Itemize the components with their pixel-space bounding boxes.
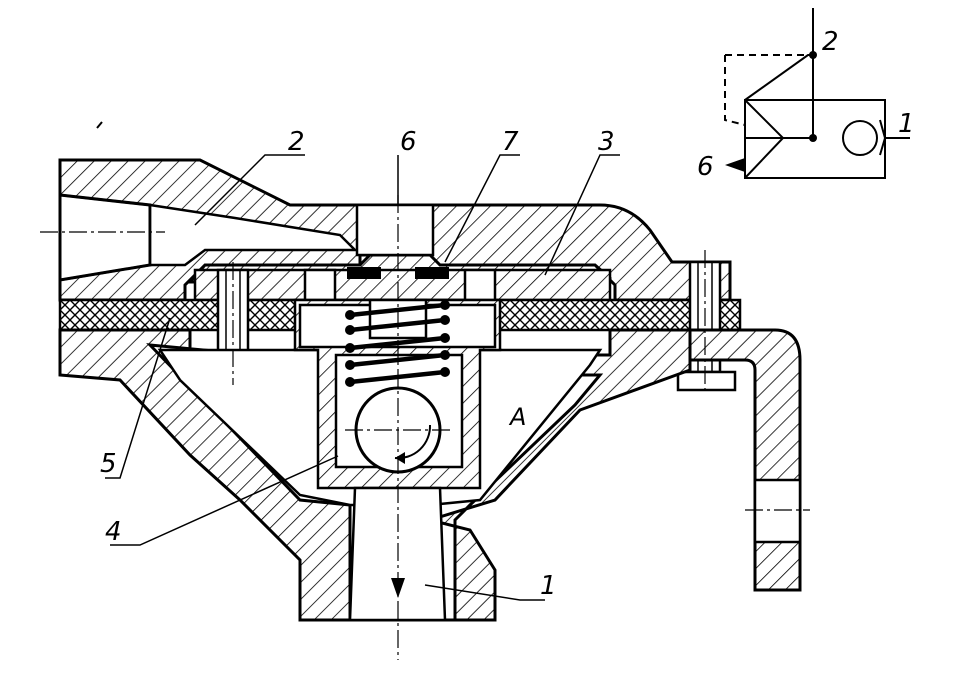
symbol-label-1: 1 [898,109,915,139]
symbol-node-center [809,134,817,142]
stray-tick [96,121,103,129]
symbol-node-top [809,51,817,59]
symbol-label-2: 2 [822,27,839,57]
spring-ends [345,300,450,387]
label-3-cover: 3 [598,127,615,157]
valve-symbol [724,8,910,179]
inlet-flow-arrow [391,578,405,598]
label-6-vent: 6 [400,127,417,157]
outlet-bore [148,203,359,267]
seal-pad-left [347,267,381,279]
vent-channel [355,203,435,257]
screw-right-head [676,370,737,392]
leader-lines [105,154,620,601]
ball-arrow-head [395,452,405,464]
outlet-taper [59,193,152,282]
label-2-outlet: 2 [288,127,305,157]
symbol-label-6: 6 [697,152,714,182]
label-4-ball: 4 [105,517,122,547]
cover-plate [193,268,612,302]
label-5-diaphragm: 5 [100,449,117,479]
symbol-exhaust-arrow [725,158,745,172]
screw-mid-right [463,268,497,302]
label-a-chamber: A [508,403,526,431]
bracket-slot [753,478,802,544]
label-1-inlet: 1 [540,571,557,601]
screw-mid-left [303,268,337,302]
label-7-seal: 7 [502,127,519,157]
seal-pad-right [415,267,449,279]
